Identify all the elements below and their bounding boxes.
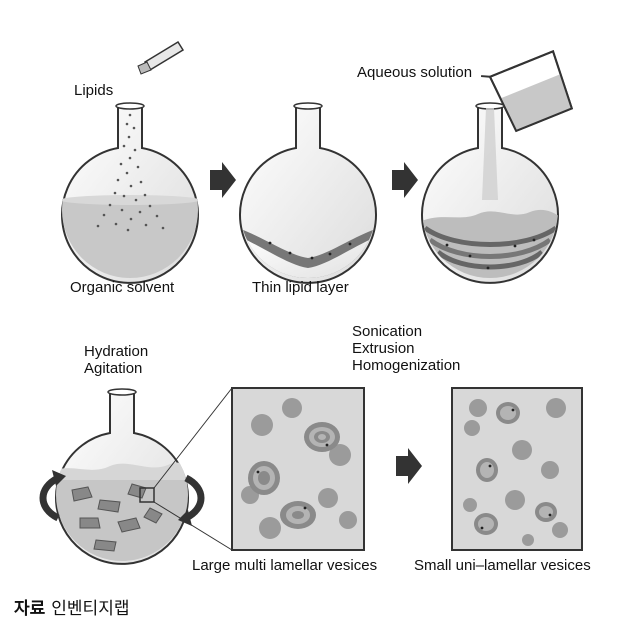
label-homogenization: Homogenization	[352, 357, 461, 374]
unilamellar-vesicle	[496, 402, 520, 424]
flask-organic-solvent	[61, 40, 199, 284]
flask-thin-lipid-layer	[239, 102, 377, 284]
flask-hydration	[39, 388, 205, 565]
beaker-icon	[480, 49, 574, 133]
large-mlv-panel	[231, 387, 365, 551]
label-organic-solvent: Organic solvent	[70, 279, 175, 296]
unilamellar-vesicle	[474, 513, 498, 535]
multilamellar-vesicle	[248, 461, 280, 495]
label-extrusion: Extrusion	[352, 340, 415, 357]
zoom-region	[139, 487, 155, 503]
unilamellar-vesicle	[476, 458, 498, 482]
label-small-ulv: Small uni–lamellar vesices	[414, 557, 591, 574]
arrow-right-icon	[396, 448, 422, 484]
source-prefix: 자료	[14, 599, 46, 618]
source-text: 인벤티지랩	[51, 599, 130, 618]
label-hydration: Hydration	[84, 343, 149, 360]
arrow-right-icon	[210, 162, 236, 198]
label-aqueous-solution: Aqueous solution	[357, 64, 473, 81]
label-thin-lipid-layer: Thin lipid layer	[252, 279, 349, 296]
source-caption: 자료 인벤티지랩	[14, 598, 129, 620]
small-ulv-panel	[451, 387, 583, 551]
arrow-right-icon	[392, 162, 418, 198]
pipette-icon	[137, 40, 185, 75]
label-large-mlv: Large multi lamellar vesices	[192, 557, 378, 574]
multilamellar-vesicle	[304, 422, 340, 452]
rotation-arrow-left-icon	[39, 474, 60, 522]
label-sonication: Sonication	[352, 323, 423, 340]
label-agitation: Agitation	[84, 360, 143, 377]
flask-aqueous	[421, 49, 574, 284]
liposome-preparation-diagram	[39, 40, 583, 565]
label-lipids: Lipids	[74, 82, 114, 99]
rotation-arrow-right-icon	[184, 474, 205, 522]
unilamellar-vesicle	[535, 502, 557, 522]
multilamellar-vesicle	[280, 501, 316, 529]
